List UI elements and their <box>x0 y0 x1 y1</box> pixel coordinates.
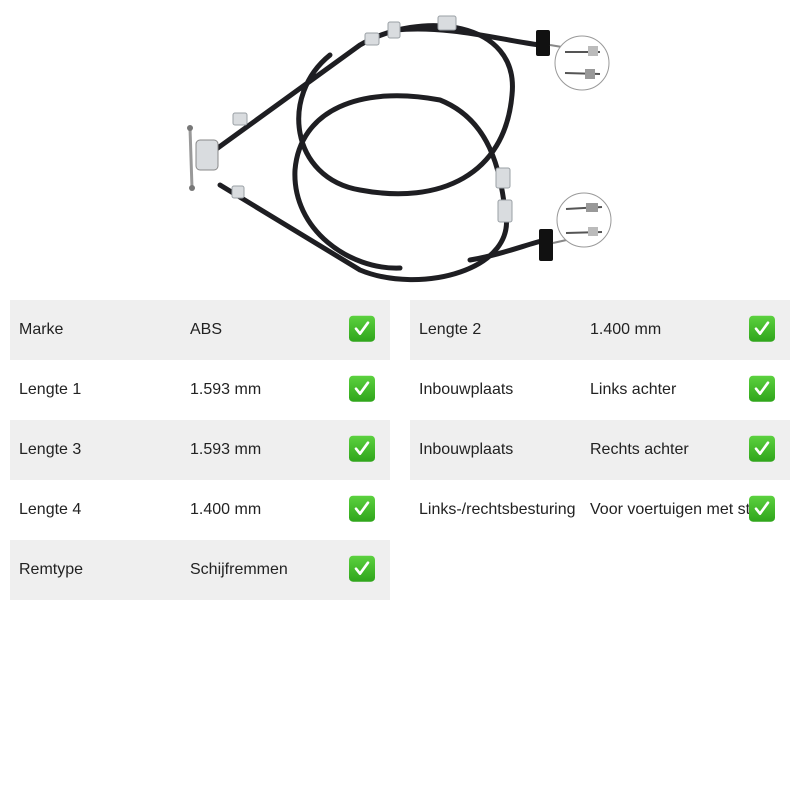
product-image <box>187 15 612 283</box>
cable-clip <box>495 167 511 189</box>
spec-row: Lengte 1 1.593 mm <box>10 360 390 420</box>
upper-detail-inset <box>554 35 610 91</box>
lower-end-cap <box>539 229 553 261</box>
spec-label: Lengte 3 <box>19 441 82 458</box>
spec-row: Links-/rechtsbesturing Voor voertuigen m… <box>410 480 790 540</box>
check-mark-icon <box>349 315 375 342</box>
spec-label: Remtype <box>19 561 84 578</box>
lower-cable-loop <box>217 93 509 283</box>
spec-value: Voor voertuigen met stuur <box>590 501 774 518</box>
cable-clip <box>364 32 380 46</box>
spec-value: ABS <box>190 321 223 338</box>
spec-row: Lengte 3 1.593 mm <box>10 420 390 480</box>
spec-table-right: Lengte 2 1.400 mm Inbouwplaats Links ach… <box>410 300 790 540</box>
spec-row: Inbouwplaats Rechts achter <box>410 420 790 480</box>
cable-clip <box>497 199 513 223</box>
check-mark-icon <box>749 315 775 342</box>
upper-cable-end <box>392 26 543 48</box>
lower-cable-end <box>467 237 548 263</box>
spec-value: Schijfremmen <box>190 561 288 578</box>
cable-clip <box>231 185 245 199</box>
check-mark-icon <box>349 435 375 462</box>
spec-value: 1.400 mm <box>590 321 662 338</box>
upper-cable-loop <box>212 23 515 197</box>
spec-value: 1.400 mm <box>190 501 262 518</box>
spec-label: Lengte 1 <box>19 381 82 398</box>
check-mark-icon <box>749 375 775 402</box>
equalizer-bracket <box>187 125 219 191</box>
cable-clip <box>437 15 457 31</box>
spec-value: Rechts achter <box>590 441 689 458</box>
cable-clip <box>387 21 401 39</box>
spec-row: Inbouwplaats Links achter <box>410 360 790 420</box>
check-mark-icon <box>349 495 375 522</box>
spec-value: 1.593 mm <box>190 381 262 398</box>
spec-row: Lengte 4 1.400 mm <box>10 480 390 540</box>
check-mark-icon <box>349 555 375 582</box>
check-mark-icon <box>349 375 375 402</box>
spec-label: Marke <box>19 321 64 338</box>
spec-row: Remtype Schijfremmen <box>10 540 390 600</box>
check-mark-icon <box>749 435 775 462</box>
spec-label: Inbouwplaats <box>419 381 514 398</box>
spec-label: Lengte 4 <box>19 501 82 518</box>
spec-value: Links achter <box>590 381 677 398</box>
spec-table-left: Marke ABS Lengte 1 1.593 mm Lengte 3 1.5… <box>10 300 390 600</box>
cable-clip <box>232 112 248 126</box>
spec-label: Lengte 2 <box>419 321 482 338</box>
spec-row: Lengte 2 1.400 mm <box>410 300 790 360</box>
spec-label: Links-/rechtsbesturing <box>419 501 576 518</box>
spec-row: Marke ABS <box>10 300 390 360</box>
spec-label: Inbouwplaats <box>419 441 514 458</box>
lower-detail-inset <box>556 192 612 248</box>
upper-end-cap <box>536 30 550 56</box>
check-mark-icon <box>749 495 775 522</box>
spec-value: 1.593 mm <box>190 441 262 458</box>
